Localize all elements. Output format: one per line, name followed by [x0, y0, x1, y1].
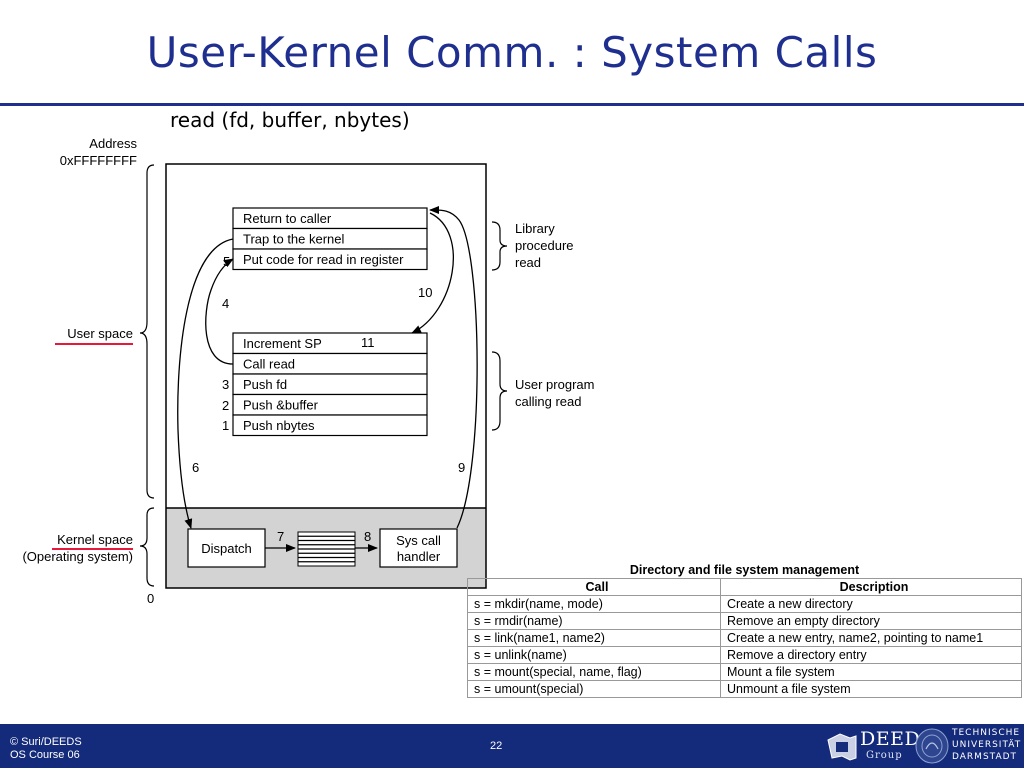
arrow-step-6	[177, 238, 234, 529]
kernel-space-label: Kernel space	[57, 532, 133, 547]
description-cell: Remove a directory entry	[720, 646, 1022, 664]
call-cell: s = rmdir(name)	[467, 612, 721, 630]
course-text: OS Course 06	[10, 749, 80, 761]
table-row: s = umount(special) Unmount a file syste…	[467, 680, 1022, 698]
deeds-logo-icon	[827, 733, 857, 761]
column-header-description: Description	[720, 578, 1022, 596]
arrow-step-10	[411, 212, 454, 334]
university-line2: UNIVERSITÄT	[952, 740, 1022, 750]
user-program-label-line1: User program	[515, 377, 594, 392]
university-name: TECHNISCHE UNIVERSITÄT DARMSTADT	[952, 727, 1021, 763]
user-space-brace	[139, 164, 155, 499]
syscall-table-panel: Directory and file system management Cal…	[467, 560, 1022, 698]
call-cell: s = link(name1, name2)	[467, 629, 721, 647]
university-seal-icon	[915, 728, 949, 764]
arrow-step-4	[205, 258, 234, 365]
label-put-code-in-register: Put code for read in register	[243, 252, 404, 267]
call-cell: s = mkdir(name, mode)	[467, 595, 721, 613]
label-trap-to-kernel: Trap to the kernel	[243, 232, 345, 247]
description-cell: Create a new entry, name2, pointing to n…	[720, 629, 1022, 647]
copyright-text: © Suri/DEEDS	[10, 736, 82, 748]
step-number-6: 6	[192, 460, 199, 475]
arrow-step-9	[429, 205, 478, 529]
handler-label-line1: Sys call	[396, 533, 441, 548]
call-cell: s = unlink(name)	[467, 646, 721, 664]
call-signature: read (fd, buffer, nbytes)	[170, 108, 410, 132]
user-space-label: User space	[67, 326, 133, 341]
syscall-table: Call Description s = mkdir(name, mode) C…	[467, 578, 1022, 698]
memory-frame	[165, 163, 487, 589]
step-number-2: 2	[222, 398, 229, 413]
box-push-nbytes	[232, 414, 428, 437]
label-push-fd: Push fd	[243, 377, 287, 392]
description-cell: Mount a file system	[720, 663, 1022, 681]
user-program-label-line2: calling read	[515, 394, 582, 409]
handler-label-line2: handler	[397, 549, 441, 564]
library-label-line2: procedure	[515, 238, 574, 253]
library-label-line3: read	[515, 255, 541, 270]
description-cell: Unmount a file system	[720, 680, 1022, 698]
column-header-call: Call	[467, 578, 721, 596]
step-number-11: 11	[361, 335, 375, 350]
description-cell: Remove an empty directory	[720, 612, 1022, 630]
kernel-space-brace	[139, 507, 155, 587]
call-cell: s = umount(special)	[467, 680, 721, 698]
system-call-diagram: Address 0xFFFFFFFF 0 User space Kernel s…	[22, 136, 594, 606]
step-number-9: 9	[458, 460, 465, 475]
label-increment-sp: Increment SP	[243, 336, 322, 351]
university-line3: DARMSTADT	[952, 752, 1018, 762]
library-procedure-brace	[491, 221, 508, 271]
user-program-brace	[491, 351, 508, 431]
step-number-3: 3	[222, 377, 229, 392]
slide-title: User-Kernel Comm. : System Calls	[146, 28, 878, 77]
step-number-8: 8	[364, 529, 371, 544]
table-row: s = mkdir(name, mode) Create a new direc…	[467, 595, 1022, 613]
deeds-logo-text: DEEDS	[860, 728, 934, 750]
footer-credits: © Suri/DEEDS OS Course 06	[10, 736, 82, 762]
os-label: (Operating system)	[22, 549, 133, 564]
page-number: 22	[490, 740, 503, 752]
step-number-4: 4	[222, 296, 229, 311]
university-line1: TECHNISCHE	[952, 728, 1021, 738]
label-push-buffer: Push &buffer	[243, 398, 319, 413]
address-zero-label: 0	[147, 591, 154, 606]
title-rule	[0, 103, 1024, 106]
table-row: s = link(name1, name2) Create a new entr…	[467, 629, 1022, 647]
table-row: s = unlink(name) Remove a directory entr…	[467, 646, 1022, 664]
label-call-read: Call read	[243, 357, 295, 372]
address-label: Address	[89, 136, 137, 151]
footer-bar: © Suri/DEEDS OS Course 06 22 DEEDS Group…	[0, 724, 1024, 768]
step-number-1: 1	[222, 418, 229, 433]
label-return-to-caller: Return to caller	[243, 211, 332, 226]
step-number-10: 10	[418, 285, 432, 300]
address-max-label: 0xFFFFFFFF	[60, 153, 137, 168]
step-number-7: 7	[277, 529, 284, 544]
deeds-logo-subtext: Group	[866, 750, 903, 761]
syscall-handler-box	[379, 528, 458, 568]
library-label-line1: Library	[515, 221, 555, 236]
dispatch-box	[187, 528, 266, 568]
table-header-row: Call Description	[467, 578, 1022, 596]
label-push-nbytes: Push nbytes	[243, 418, 315, 433]
description-cell: Create a new directory	[720, 595, 1022, 613]
dispatch-table	[297, 531, 356, 567]
table-row: s = rmdir(name) Remove an empty director…	[467, 612, 1022, 630]
table-title: Directory and file system management	[629, 563, 860, 577]
table-row: s = mount(special, name, flag) Mount a f…	[467, 663, 1022, 681]
step-number-5: 5	[223, 254, 230, 269]
dispatch-label: Dispatch	[201, 541, 252, 556]
call-cell: s = mount(special, name, flag)	[467, 663, 721, 681]
